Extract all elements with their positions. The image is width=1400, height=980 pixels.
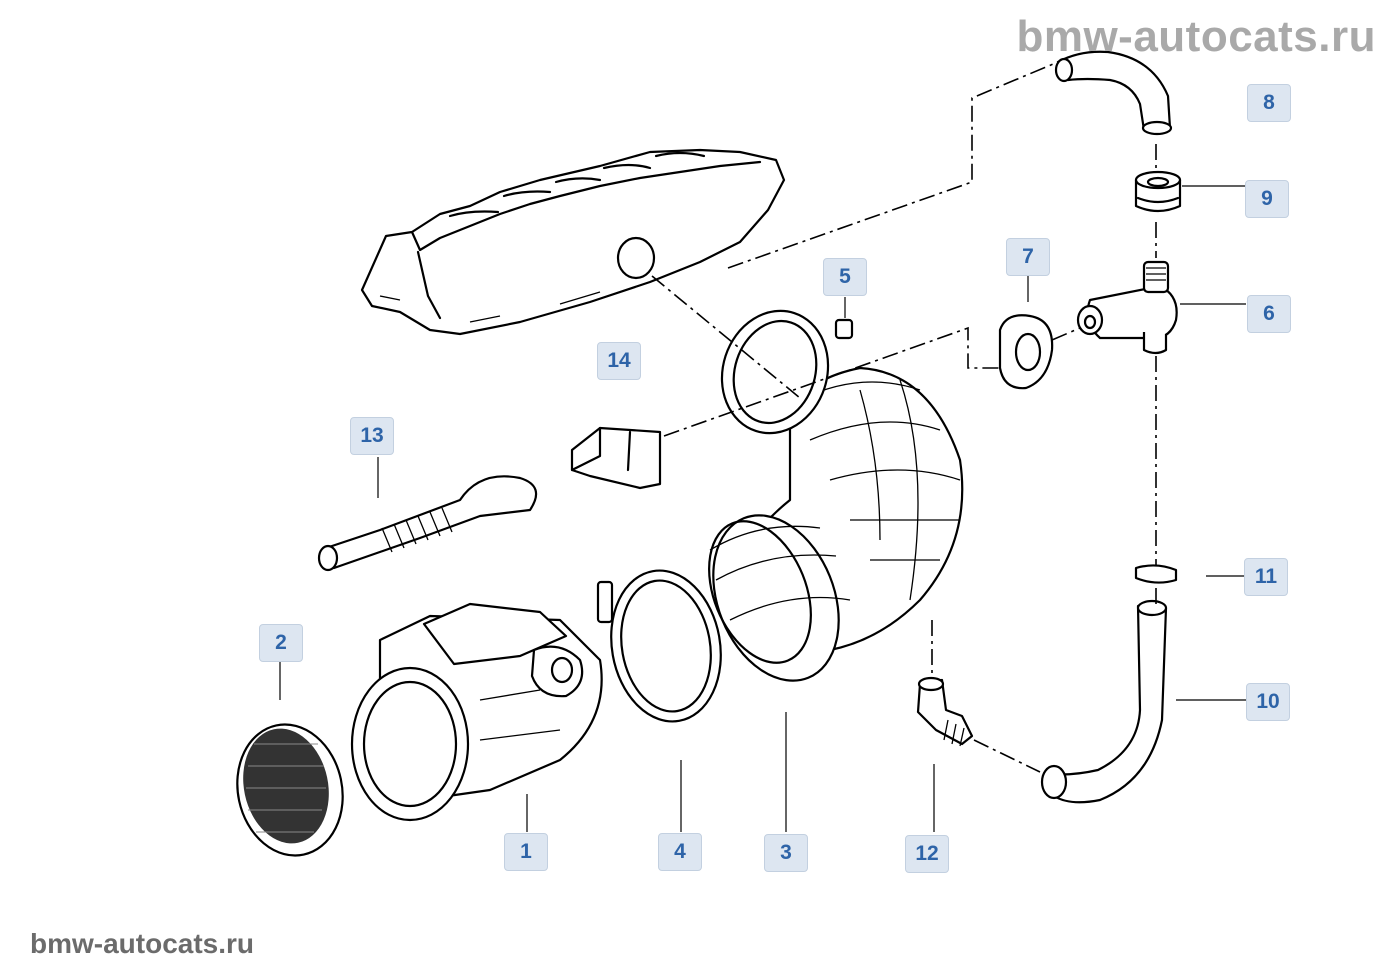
callout-5[interactable]: 5: [823, 258, 867, 296]
callout-7[interactable]: 7: [1006, 238, 1050, 276]
air-screen-part: [236, 723, 344, 857]
callout-11[interactable]: 11: [1244, 558, 1288, 596]
idle-valve-part: [1076, 260, 1178, 355]
elbow-fitting-part: [916, 676, 974, 747]
watermark-bottom: bmw-autocats.ru: [30, 928, 255, 959]
connector-part: [570, 426, 662, 490]
callout-6[interactable]: 6: [1247, 295, 1291, 333]
callout-1[interactable]: 1: [504, 833, 548, 871]
gasket-part: [998, 314, 1054, 390]
lower-hose-part: [1040, 599, 1168, 804]
intake-manifold-part: [360, 148, 786, 336]
callout-14[interactable]: 14: [597, 342, 641, 380]
intake-ring-part: [720, 309, 854, 435]
leader-lines: [279, 185, 1250, 832]
grommet-part: [1134, 170, 1182, 213]
air-mass-meter-part: [350, 602, 603, 822]
assembly-lines: [651, 61, 1157, 773]
bellows-part: [708, 514, 851, 682]
watermark-top: bmw-autocats.ru: [1016, 12, 1376, 61]
callout-4[interactable]: 4: [658, 833, 702, 871]
callout-2[interactable]: 2: [259, 624, 303, 662]
callout-13[interactable]: 13: [350, 417, 394, 455]
callout-9[interactable]: 9: [1245, 180, 1289, 218]
callout-12[interactable]: 12: [905, 835, 949, 873]
sensor-part: [317, 475, 538, 572]
hose-clamp-part: [596, 569, 722, 723]
callout-8[interactable]: 8: [1247, 84, 1291, 122]
vent-hose-part: [1054, 50, 1173, 136]
small-clamp-part: [1134, 564, 1178, 584]
callout-10[interactable]: 10: [1246, 683, 1290, 721]
callout-3[interactable]: 3: [764, 834, 808, 872]
